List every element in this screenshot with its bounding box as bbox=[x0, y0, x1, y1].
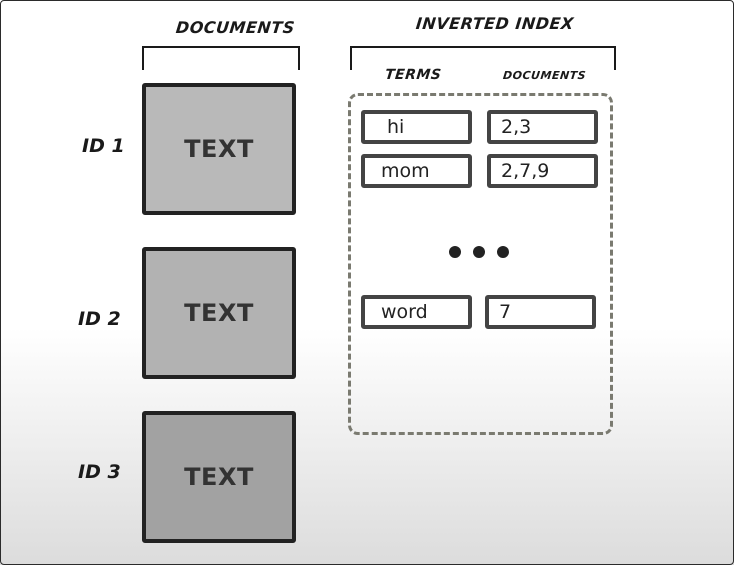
document-box-1: TEXT bbox=[142, 83, 296, 215]
index-term-cell: hi bbox=[361, 110, 472, 144]
document-id-2: ID 2 bbox=[78, 308, 121, 330]
index-docs-cell: 2,3 bbox=[487, 110, 598, 144]
document-box-3: TEXT bbox=[142, 411, 296, 543]
ellipsis-dot bbox=[497, 246, 509, 258]
document-text-3: TEXT bbox=[184, 463, 254, 491]
index-term-cell: word bbox=[361, 295, 472, 329]
inverted-index-heading: INVERTED INDEX bbox=[415, 14, 575, 33]
documents-heading: DOCUMENTS bbox=[175, 18, 296, 37]
document-text-2: TEXT bbox=[184, 299, 254, 327]
documents-bracket bbox=[142, 46, 300, 70]
ellipsis-dot bbox=[449, 246, 461, 258]
inverted-index-area bbox=[348, 93, 613, 435]
index-term-cell: mom bbox=[361, 154, 472, 188]
document-box-2: TEXT bbox=[142, 247, 296, 379]
index-docs-cell: 7 bbox=[485, 295, 596, 329]
ellipsis-dot bbox=[473, 246, 485, 258]
index-docs-cell: 2,7,9 bbox=[487, 154, 598, 188]
index-documents-heading: DOCUMENTS bbox=[502, 69, 587, 82]
document-id-3: ID 3 bbox=[78, 461, 121, 483]
document-text-1: TEXT bbox=[184, 135, 254, 163]
terms-heading: TERMS bbox=[384, 67, 443, 83]
inverted-index-bracket bbox=[350, 46, 616, 70]
document-id-1: ID 1 bbox=[82, 135, 125, 157]
